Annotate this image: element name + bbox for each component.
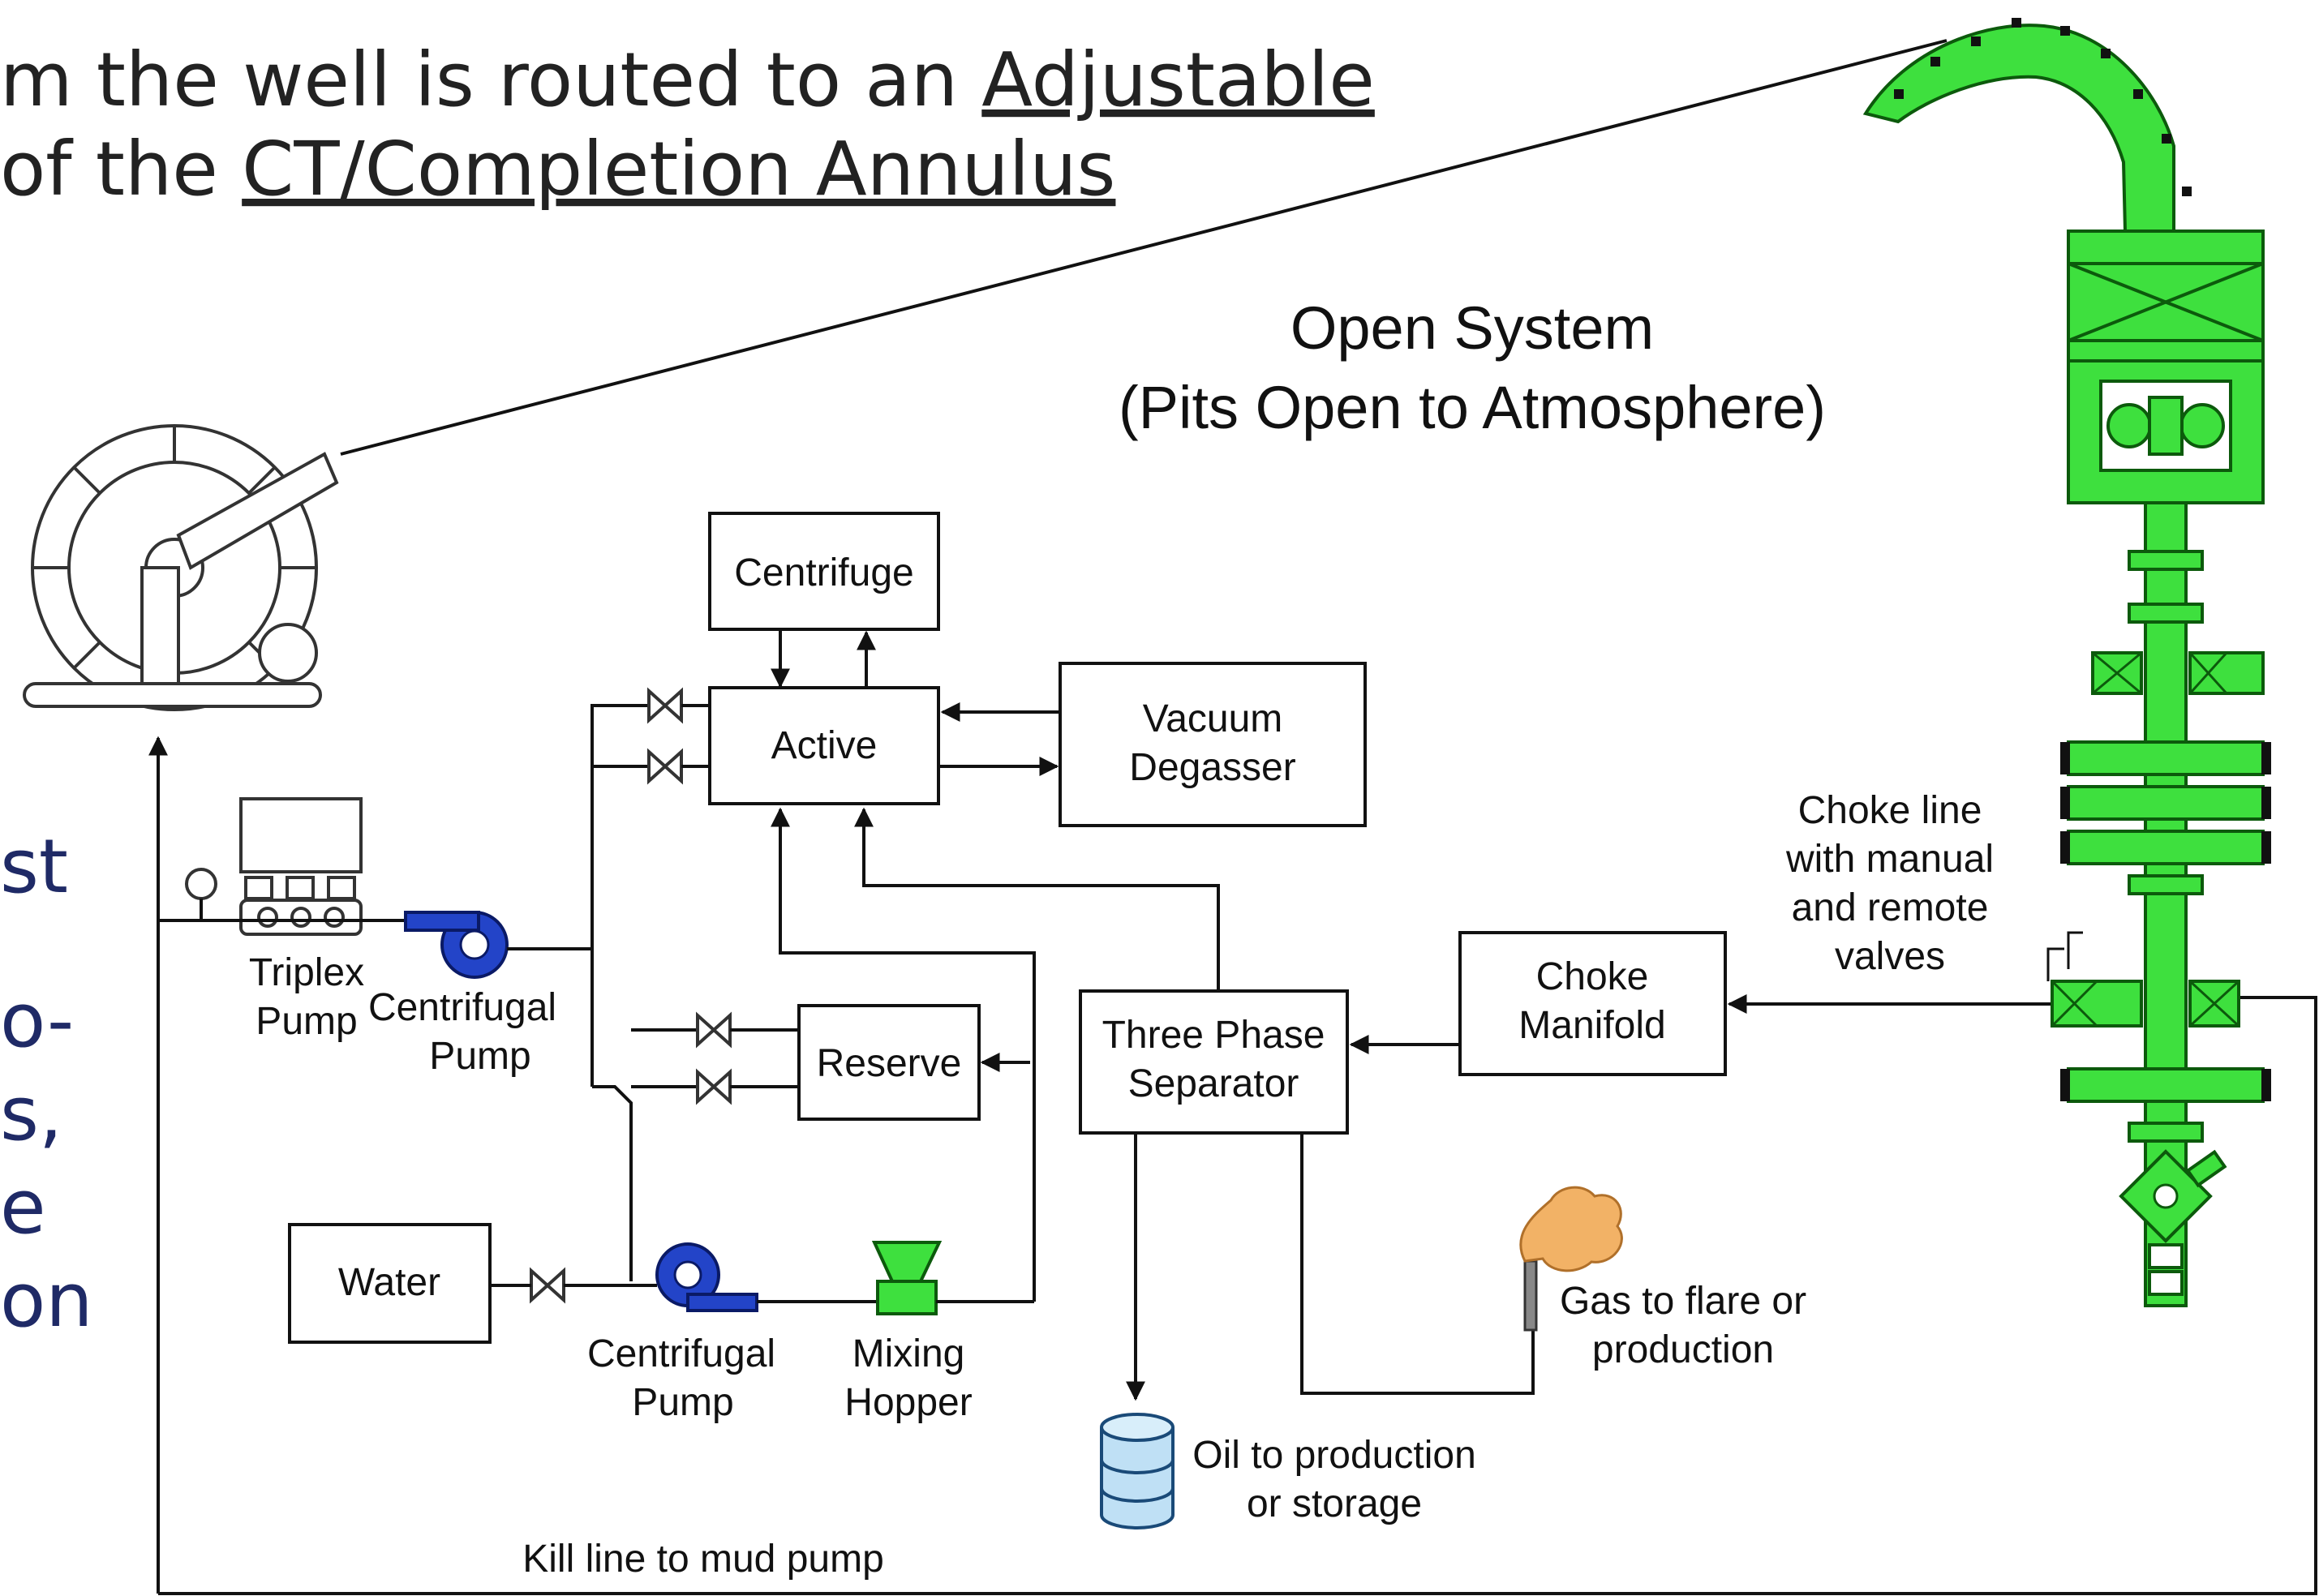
kill-line-right (2206, 996, 2317, 1594)
centrifuge-label: Centrifuge (734, 551, 913, 594)
choke-manifold-box (1458, 931, 1727, 1076)
svg-text:Degasser: Degasser (1129, 746, 1295, 789)
svg-text:Pump: Pump (429, 1035, 530, 1078)
reserve-pit-label: Reserve (817, 1042, 962, 1085)
active-pit-box (708, 686, 940, 805)
centrifugal-pump-lower-icon (655, 1242, 758, 1312)
flare-flame-icon (1519, 1186, 1623, 1272)
diagram-title-line2: (Pits Open to Atmosphere) (1119, 374, 1826, 441)
wellhead-stack-icon (1862, 18, 2271, 1307)
adjustable-link: Adjustable (981, 36, 1375, 123)
svg-text:Manifold: Manifold (1518, 1004, 1665, 1047)
choke-line-label: Choke line (1798, 789, 1982, 832)
vacuum-degasser-box (1059, 662, 1367, 827)
water-tank-box (288, 1223, 492, 1344)
active-pit-label: Active (771, 724, 878, 767)
svg-text:Hopper: Hopper (844, 1381, 972, 1424)
svg-text:s,: s, (0, 1070, 62, 1157)
kill-line-label: Kill line to mud pump (522, 1538, 884, 1581)
svg-text:and remote: and remote (1792, 886, 1989, 929)
svg-text:Pump: Pump (256, 1000, 357, 1043)
svg-text:with manual: with manual (1785, 838, 1994, 881)
svg-text:production: production (1592, 1328, 1774, 1371)
svg-text:Separator: Separator (1128, 1062, 1299, 1105)
mixing-hopper-icon (871, 1241, 943, 1315)
svg-text:on: on (0, 1257, 93, 1344)
svg-text:valves: valves (1835, 935, 1945, 978)
centrifuge-box (708, 512, 940, 631)
choke-manifold-label: Choke (1536, 955, 1649, 998)
svg-text:or storage: or storage (1247, 1482, 1422, 1525)
triplex-pump-icon (185, 797, 363, 936)
svg-text:Pump: Pump (632, 1381, 733, 1424)
svg-text:e: e (0, 1164, 46, 1251)
manifold-pipe (590, 704, 649, 1087)
svg-text:st: st (0, 823, 68, 910)
centrifugal-pump-upper-icon (404, 911, 509, 979)
coil-reel-icon (23, 424, 339, 711)
slide-text-line2: of the CT/Completion Annulus (0, 126, 1115, 212)
slide-text-line1: m the well is routed to an Adjustable (0, 36, 1375, 123)
annulus-link: CT/Completion Annulus (242, 126, 1115, 212)
triplex-pump-label: Triplex (249, 951, 364, 994)
centrifugal-pump-lower-label: Centrifugal (587, 1332, 775, 1375)
svg-text:o-: o- (0, 977, 74, 1064)
oil-storage-tank-icon (1100, 1413, 1175, 1530)
diagram-title-line1: Open System (1290, 294, 1654, 362)
reserve-pit-box (797, 1004, 981, 1121)
vacuum-degasser-label: Vacuum (1143, 697, 1283, 740)
left-cropped-text: st o- s, e on (0, 823, 93, 1344)
water-tank-label: Water (338, 1261, 440, 1304)
coiled-tubing-line (340, 39, 1948, 456)
centrifugal-pump-upper-label: Centrifugal (368, 986, 556, 1029)
flare-stack-icon (1523, 1259, 1538, 1332)
three-phase-separator-box (1079, 989, 1349, 1135)
mixing-hopper-label: Mixing (852, 1332, 965, 1375)
three-phase-separator-label: Three Phase (1102, 1014, 1325, 1057)
oil-to-production-label: Oil to production (1192, 1434, 1476, 1477)
gas-to-flare-label: Gas to flare or (1560, 1280, 1806, 1323)
valve-icon (530, 687, 732, 1304)
